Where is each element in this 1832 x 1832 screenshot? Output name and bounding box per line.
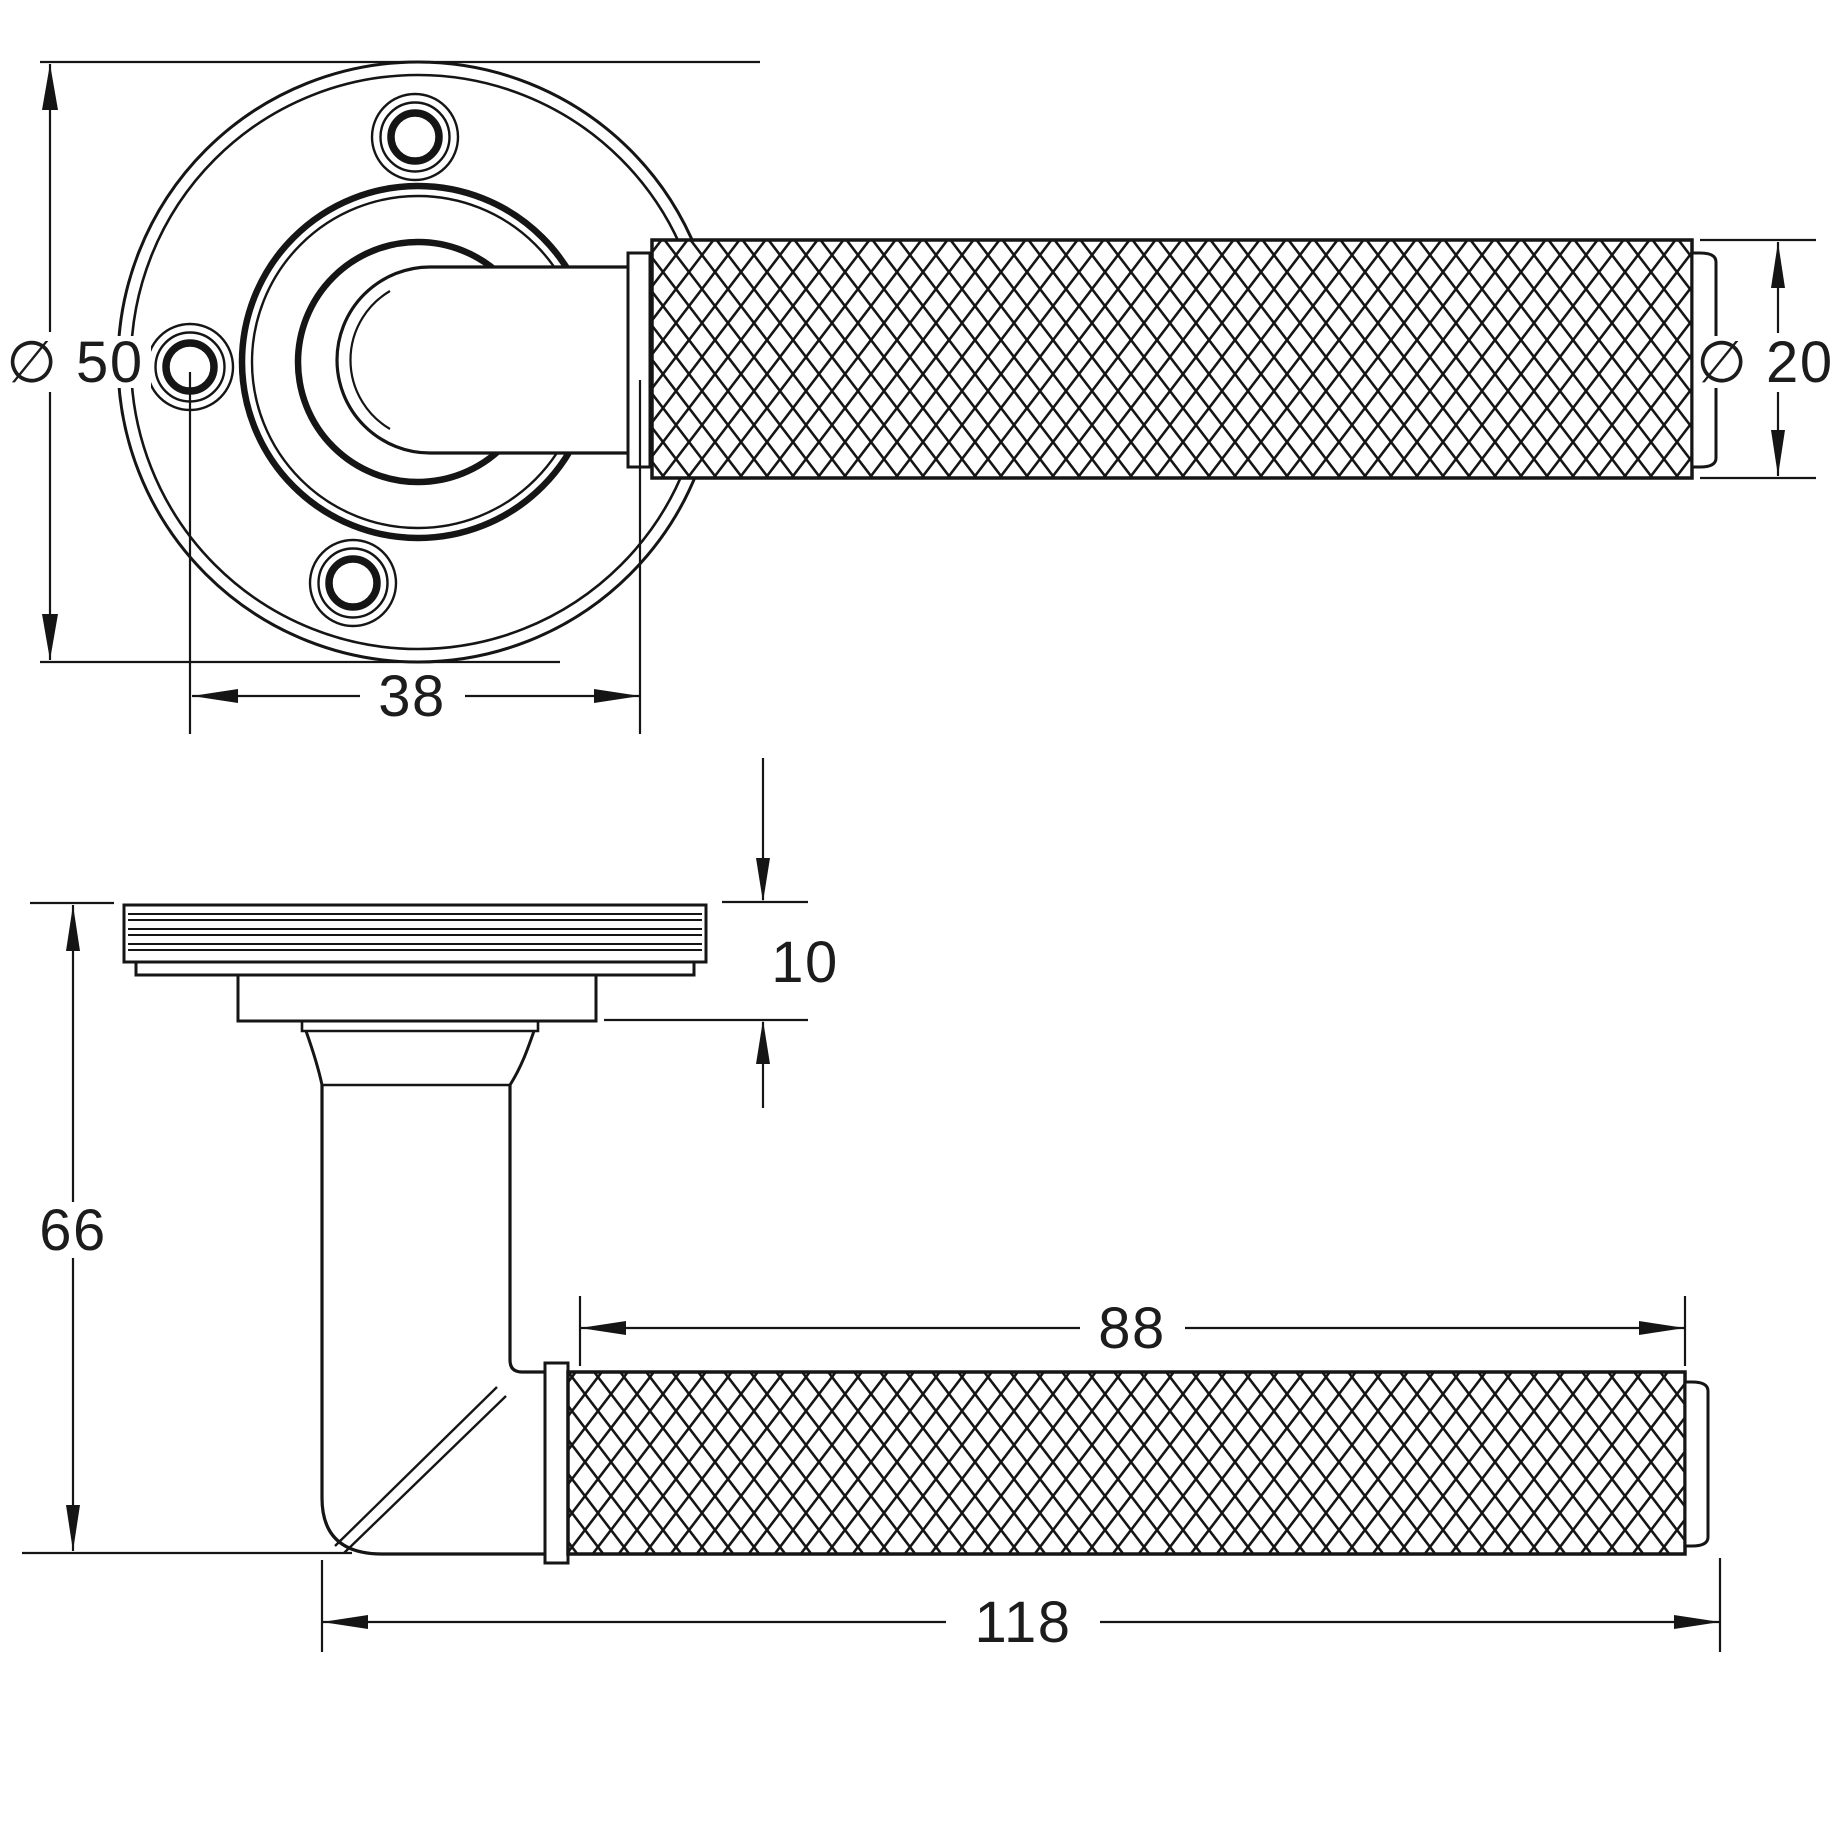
dim-label-projection: 66 — [39, 1198, 107, 1263]
knurled-bar-top-view — [650, 238, 1694, 480]
arrowhead-up — [756, 1020, 770, 1064]
elbow-miter-lines — [334, 1386, 507, 1554]
arrowhead-down — [66, 1505, 80, 1551]
dim-lever-diameter: ∅ 20 — [1695, 238, 1832, 480]
dim-label-mask — [3, 336, 151, 388]
arrowhead-left — [192, 689, 238, 703]
dim-rose-diameter: ∅ 50 — [3, 60, 760, 664]
arrowhead-up — [42, 64, 58, 110]
dim-label-fixing-centres: 38 — [378, 664, 446, 729]
dim-label-rose-diameter: ∅ 50 — [6, 330, 143, 395]
rose-back-collar — [236, 975, 598, 1023]
screw-hole-bore-circle — [325, 555, 381, 611]
dim-grip-length: 88 — [578, 1296, 1687, 1366]
dim-label-rose-depth: 10 — [771, 930, 839, 995]
stem-inner-edge — [508, 1085, 545, 1374]
lever-collar-side-view — [543, 1361, 570, 1565]
dim-label-lever-length: 118 — [975, 1590, 1072, 1655]
lever-neck-highlight-arc — [349, 290, 391, 430]
dim-label-mask — [1695, 336, 1832, 388]
screw-hole-left — [145, 322, 235, 412]
arrowhead-left — [580, 1321, 626, 1335]
side-view: 66 10 88 118 — [22, 758, 1722, 1655]
arrowhead-down — [756, 858, 770, 902]
arrowhead-right — [1639, 1321, 1685, 1335]
arrowhead-right — [594, 689, 640, 703]
screw-hole-bottom — [308, 538, 398, 628]
screw-hole-recess-circle — [308, 538, 398, 628]
lever-neck-outline — [335, 265, 628, 455]
dim-fixing-centres: 38 — [188, 372, 642, 734]
dim-projection: 66 — [22, 901, 352, 1555]
stem-flare-left — [304, 1030, 324, 1086]
stem-flare-right — [508, 1030, 536, 1086]
stem-outer-edge — [320, 1085, 545, 1556]
arrowhead-up — [1771, 242, 1785, 288]
dim-rose-depth: 10 — [604, 758, 839, 1108]
arrowhead-up — [66, 905, 80, 951]
stem-washer — [300, 1021, 540, 1033]
arrowhead-right — [1674, 1615, 1720, 1629]
dim-lever-length: 118 — [320, 1558, 1722, 1655]
screw-hole-seat-circle — [379, 101, 451, 173]
rose-reeding-lines — [128, 913, 702, 951]
lever-neck-fill — [337, 267, 628, 453]
rose-back-plate — [134, 962, 696, 977]
top-view: ∅ 50 38 ∅ 20 — [3, 60, 1832, 734]
arrowhead-down — [1771, 430, 1785, 476]
knurled-grip-side-view — [566, 1370, 1687, 1556]
screw-hole-recess-circle — [370, 92, 460, 182]
dim-label-grip-length: 88 — [1098, 1296, 1166, 1361]
screw-hole-top — [370, 92, 460, 182]
dim-label-lever-diameter: ∅ 20 — [1696, 330, 1832, 395]
bar-end-cap-side-view — [1683, 1380, 1710, 1548]
screw-hole-seat-circle — [317, 547, 389, 619]
arrowhead-down — [42, 614, 58, 660]
screw-hole-bore-circle — [387, 109, 443, 165]
arrowhead-left — [322, 1615, 368, 1629]
